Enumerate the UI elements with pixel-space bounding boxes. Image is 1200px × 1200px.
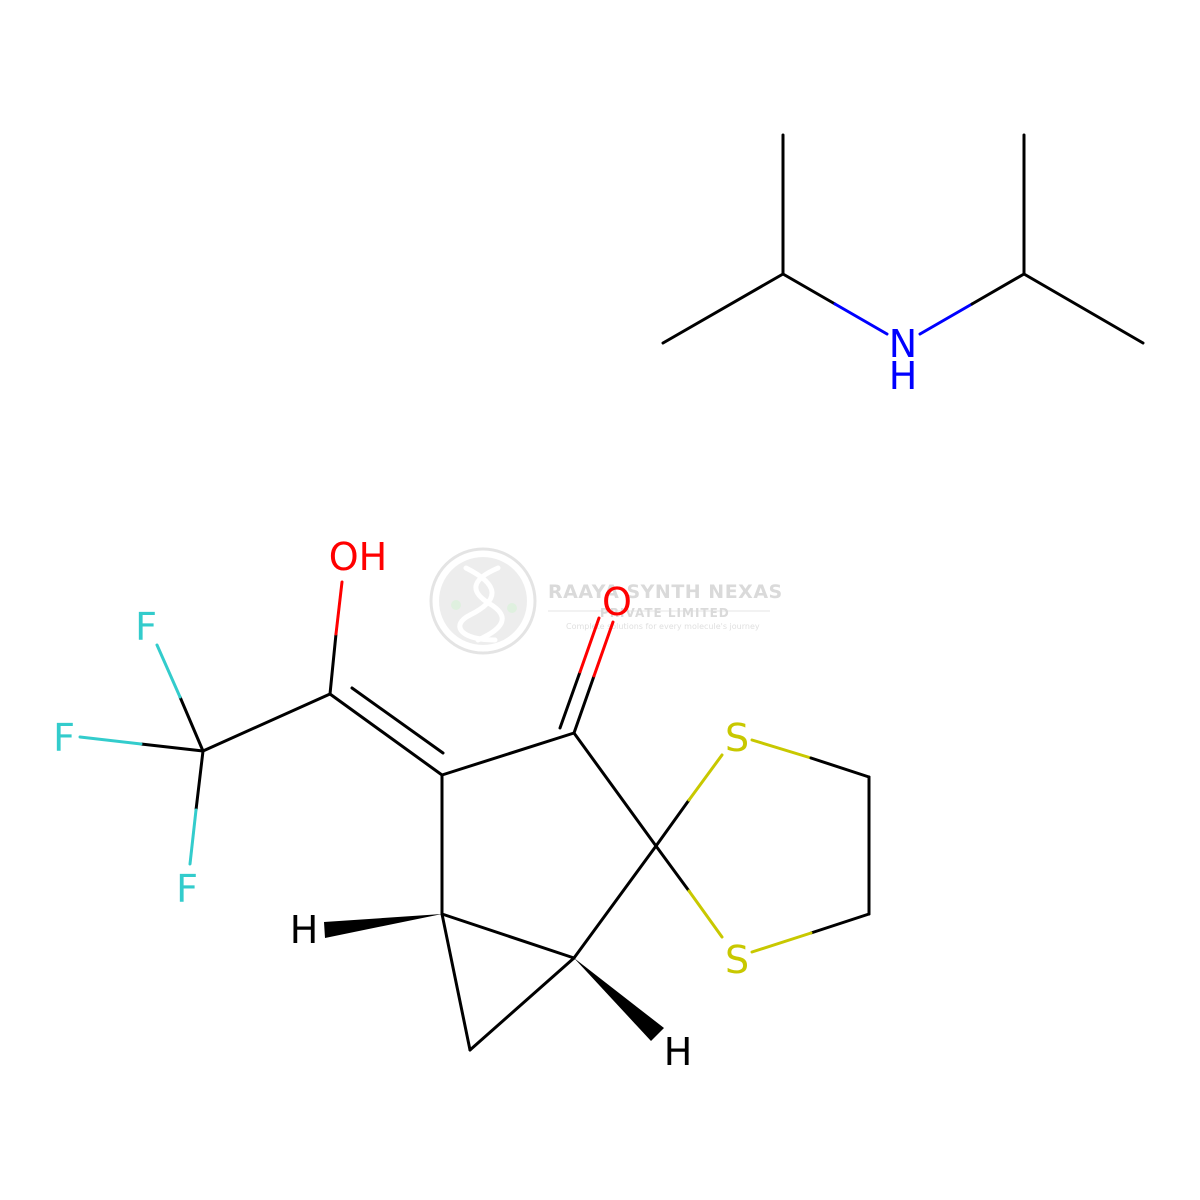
atom-sulfur-lower: S bbox=[725, 938, 749, 982]
atom-hydroxyl: OH bbox=[329, 535, 387, 579]
bond-spiro-s-lower-yellow bbox=[687, 889, 724, 939]
atom-ketone-oxygen: O bbox=[602, 580, 632, 624]
watermark-subtitle: PRIVATE LIMITED bbox=[600, 606, 730, 620]
bond-ketone-red-1 bbox=[592, 620, 615, 678]
bond-cf-left-cyan bbox=[78, 735, 143, 746]
watermark-dot-icon bbox=[507, 603, 517, 613]
bond-ketone-red-2 bbox=[578, 616, 601, 674]
bond-exocyclic-double-outer bbox=[328, 692, 444, 777]
bond-cf-lower-cyan bbox=[188, 808, 198, 866]
watermark: RAAYA SYNTH NEXAS PRIVATE LIMITED Comple… bbox=[429, 547, 783, 655]
bond-c-n-right-blue bbox=[918, 302, 974, 336]
bond-ring-c3-spiro bbox=[572, 731, 658, 848]
diisopropylamine bbox=[661, 133, 1145, 345]
bond-s-ch2-lower-dark bbox=[809, 912, 871, 935]
atom-nitrogen: N bbox=[889, 322, 917, 366]
bond-s-ch2-upper-dark bbox=[809, 756, 871, 779]
bond-methyl-lower-right bbox=[1022, 272, 1145, 345]
bond-spiro-s-upper-yellow bbox=[687, 753, 724, 802]
bond-s-ch2-lower-yellow bbox=[750, 931, 813, 954]
bond-c-oh-red bbox=[334, 580, 344, 636]
atom-fluorine-lower: F bbox=[176, 867, 198, 911]
bond-spiro-s-upper-dark bbox=[654, 798, 691, 848]
atom-nitrogen-hydrogen: H bbox=[889, 354, 918, 398]
bond-c-n-right-dark bbox=[970, 272, 1026, 306]
watermark-title: RAAYA SYNTH NEXAS bbox=[548, 581, 783, 603]
bond-spiro-s-lower-dark bbox=[654, 844, 691, 893]
bond-ketone-dark-2 bbox=[558, 670, 582, 730]
atom-stereo-hydrogen-right: H bbox=[664, 1030, 693, 1074]
dna-helix-icon bbox=[457, 565, 505, 643]
bond-c-n-left-dark bbox=[781, 272, 837, 306]
bond-cf-left-dark bbox=[139, 742, 205, 753]
bond-c-cf3 bbox=[201, 692, 332, 753]
bond-s-ch2-upper-yellow bbox=[750, 738, 813, 760]
bond-cf-upper-dark bbox=[178, 695, 205, 753]
bond-cf-upper-cyan bbox=[155, 643, 182, 699]
bond-methyl-lower-left bbox=[661, 272, 785, 345]
bond-exocyclic-double-inner bbox=[350, 686, 445, 755]
atom-fluorine-upper: F bbox=[135, 605, 157, 649]
bond-ring-fusion bbox=[440, 912, 576, 960]
watermark-tagline: Complete solutions for every molecule's … bbox=[566, 622, 760, 631]
trifluoro-enol-bicyclic-ketone bbox=[78, 580, 871, 1052]
bond-cyclopropane-right bbox=[468, 956, 576, 1052]
bond-ring-c2-c3 bbox=[440, 731, 576, 777]
atom-stereo-hydrogen-left: H bbox=[290, 908, 319, 952]
bond-ring-spiro-c5 bbox=[572, 844, 658, 960]
stereo-wedge-right bbox=[574, 958, 664, 1041]
watermark-logo-ring bbox=[429, 547, 537, 655]
atom-fluorine-left: F bbox=[53, 716, 75, 760]
stereo-wedge-left bbox=[324, 914, 442, 938]
bond-ketone-dark-1 bbox=[572, 674, 596, 735]
bond-c-n-left-blue bbox=[833, 302, 889, 336]
bond-cf-lower-dark bbox=[194, 749, 205, 812]
bond-c-oh-dark bbox=[328, 632, 338, 696]
bond-cyclopropane-left bbox=[440, 912, 472, 1052]
atom-sulfur-upper: S bbox=[725, 716, 749, 760]
watermark-dot-icon bbox=[451, 600, 461, 610]
